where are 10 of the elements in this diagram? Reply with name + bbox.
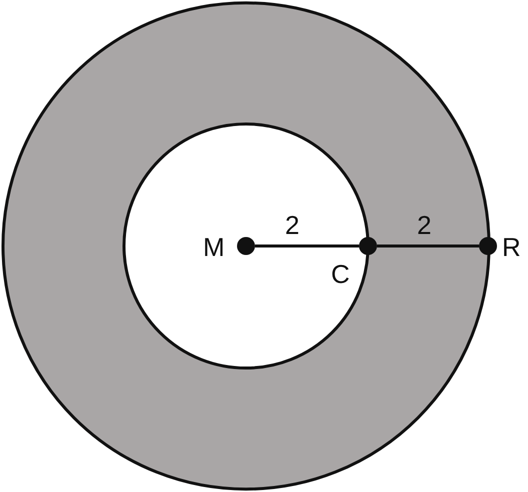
point-dot [237, 237, 255, 255]
segment-length-label: 2 [285, 212, 300, 238]
point-label: R [502, 234, 521, 260]
line-segment [255, 244, 359, 248]
point-dot [359, 237, 377, 255]
line-segment [377, 244, 479, 248]
point-label: M [203, 234, 225, 260]
point-dot [479, 237, 497, 255]
segment-length-label: 2 [417, 212, 432, 238]
point-label: C [331, 261, 350, 287]
